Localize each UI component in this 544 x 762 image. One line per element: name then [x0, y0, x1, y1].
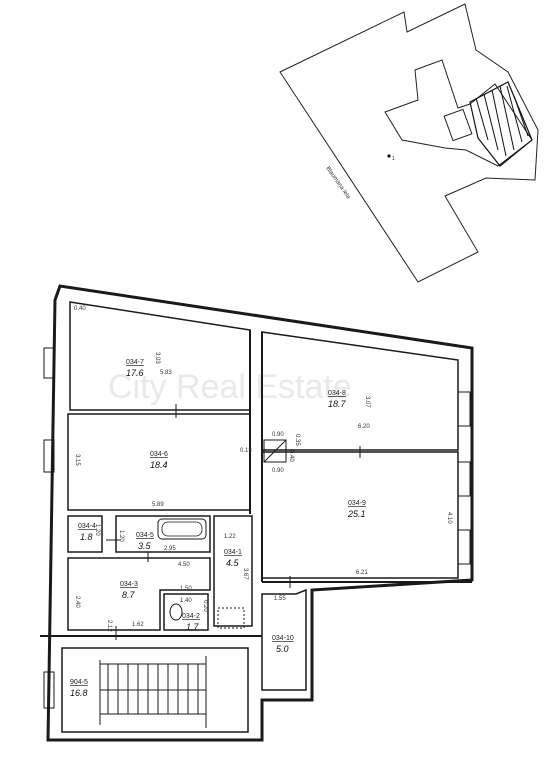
room-outline-034-2 — [163, 593, 209, 631]
dimension-label: 0.90 — [272, 468, 284, 474]
dimension-label: 3.07 — [364, 396, 370, 408]
dimension-label: 6.20 — [358, 424, 370, 430]
dimension-label: 1.40 — [180, 598, 192, 604]
room-area-034-3: 8.7 — [122, 590, 136, 600]
door-ticks — [106, 404, 361, 640]
room-id-034-5: 034-5 — [136, 532, 154, 539]
room-outline-034-4 — [67, 515, 103, 553]
room-id-034-6: 034-6 — [150, 451, 168, 458]
bathtub — [157, 518, 207, 540]
room-area-034-7: 17.6 — [126, 368, 144, 378]
floor-plan — [40, 284, 474, 742]
room-outline-034-5 — [115, 515, 211, 553]
dimension-label: 2.40 — [74, 596, 80, 608]
dimension-label: 3.67 — [242, 568, 248, 580]
dimension-label: 1.22 — [224, 534, 236, 540]
dimension-label: 5.83 — [160, 370, 172, 376]
room-outline-034-1 — [213, 515, 253, 627]
staircase — [99, 656, 207, 728]
dimension-label: 4.10 — [446, 512, 452, 524]
dimension-label: 2.95 — [164, 546, 176, 552]
dimension-label: 1.62 — [132, 622, 144, 628]
bathtub-inner — [161, 521, 203, 537]
site-plan: 1 Blaumaņa iela — [279, 3, 539, 283]
dimension-label: 0.40 — [288, 450, 294, 462]
room-outline-034-10 — [261, 588, 307, 691]
room-id-034-7: 034-7 — [126, 359, 144, 366]
dimension-label: 1.55 — [274, 596, 286, 602]
small-annex — [443, 108, 473, 142]
dimension-label: 3.15 — [74, 454, 80, 466]
room-id-034-2: 034-2 — [182, 613, 200, 620]
room-area-904-5: 16.8 — [70, 688, 88, 698]
watermark: City Real Estate — [108, 368, 352, 406]
site-building — [384, 59, 533, 167]
dimension-label: 0.20 — [202, 600, 208, 612]
room-id-034-3: 034-3 — [120, 581, 138, 588]
dimension-label: 6.21 — [356, 570, 368, 576]
dimension-label: 2.12 — [106, 620, 112, 632]
dimension-label: 1.20 — [118, 530, 124, 542]
site-point-marker — [387, 154, 391, 158]
dimension-label: 0.90 — [272, 432, 284, 438]
room-area-034-1: 4.5 — [226, 558, 240, 568]
dimension-label: 1.50 — [180, 586, 192, 592]
outer-wall — [46, 284, 474, 742]
room-id-034-8: 034-8 — [328, 390, 346, 397]
room-id-904-5: 904-5 — [70, 679, 88, 686]
toilet — [169, 603, 183, 621]
street-label: Blaumaņa iela — [324, 166, 351, 201]
site-boundary — [279, 3, 539, 283]
room-area-034-2: 1.7 — [186, 622, 200, 632]
dimension-label: 1.20 — [94, 524, 100, 536]
room-area-034-4: 1.8 — [80, 532, 93, 542]
dimension-labels: 0.40 3.03 5.83 3.07 6.20 0.90 0.35 0.40 … — [74, 306, 452, 632]
room-area-034-5: 3.5 — [138, 541, 152, 551]
windows — [43, 347, 471, 709]
room-outline-034-3 — [67, 557, 211, 631]
room-outline-904-5 — [61, 647, 249, 733]
room-id-034-10: 034-10 — [272, 635, 294, 642]
room-area-034-6: 18.4 — [150, 460, 168, 470]
room-labels: 034-7 17.6 034-8 18.7 034-6 18.4 034-9 2… — [70, 359, 366, 698]
room-id-034-4: 034-4 — [78, 523, 96, 530]
dimension-label: 0.35 — [294, 434, 300, 446]
room-area-034-10: 5.0 — [276, 644, 289, 654]
dimension-label: 3.03 — [154, 352, 160, 364]
dimension-label: 5.89 — [152, 502, 164, 508]
room-id-034-9: 034-9 — [348, 500, 366, 507]
room-area-034-8: 18.7 — [328, 399, 347, 409]
room-id-034-1: 034-1 — [224, 549, 242, 556]
chimney — [263, 439, 287, 463]
dimension-label: 0.40 — [74, 306, 86, 312]
site-point-label: 1 — [392, 156, 395, 162]
hatched-building — [469, 81, 533, 167]
chimney-diagonal — [263, 439, 287, 463]
shaft — [217, 607, 245, 629]
dimension-label: 4.50 — [178, 562, 190, 568]
dimension-label: 0.13 — [240, 448, 252, 454]
room-area-034-9: 25.1 — [347, 509, 366, 519]
